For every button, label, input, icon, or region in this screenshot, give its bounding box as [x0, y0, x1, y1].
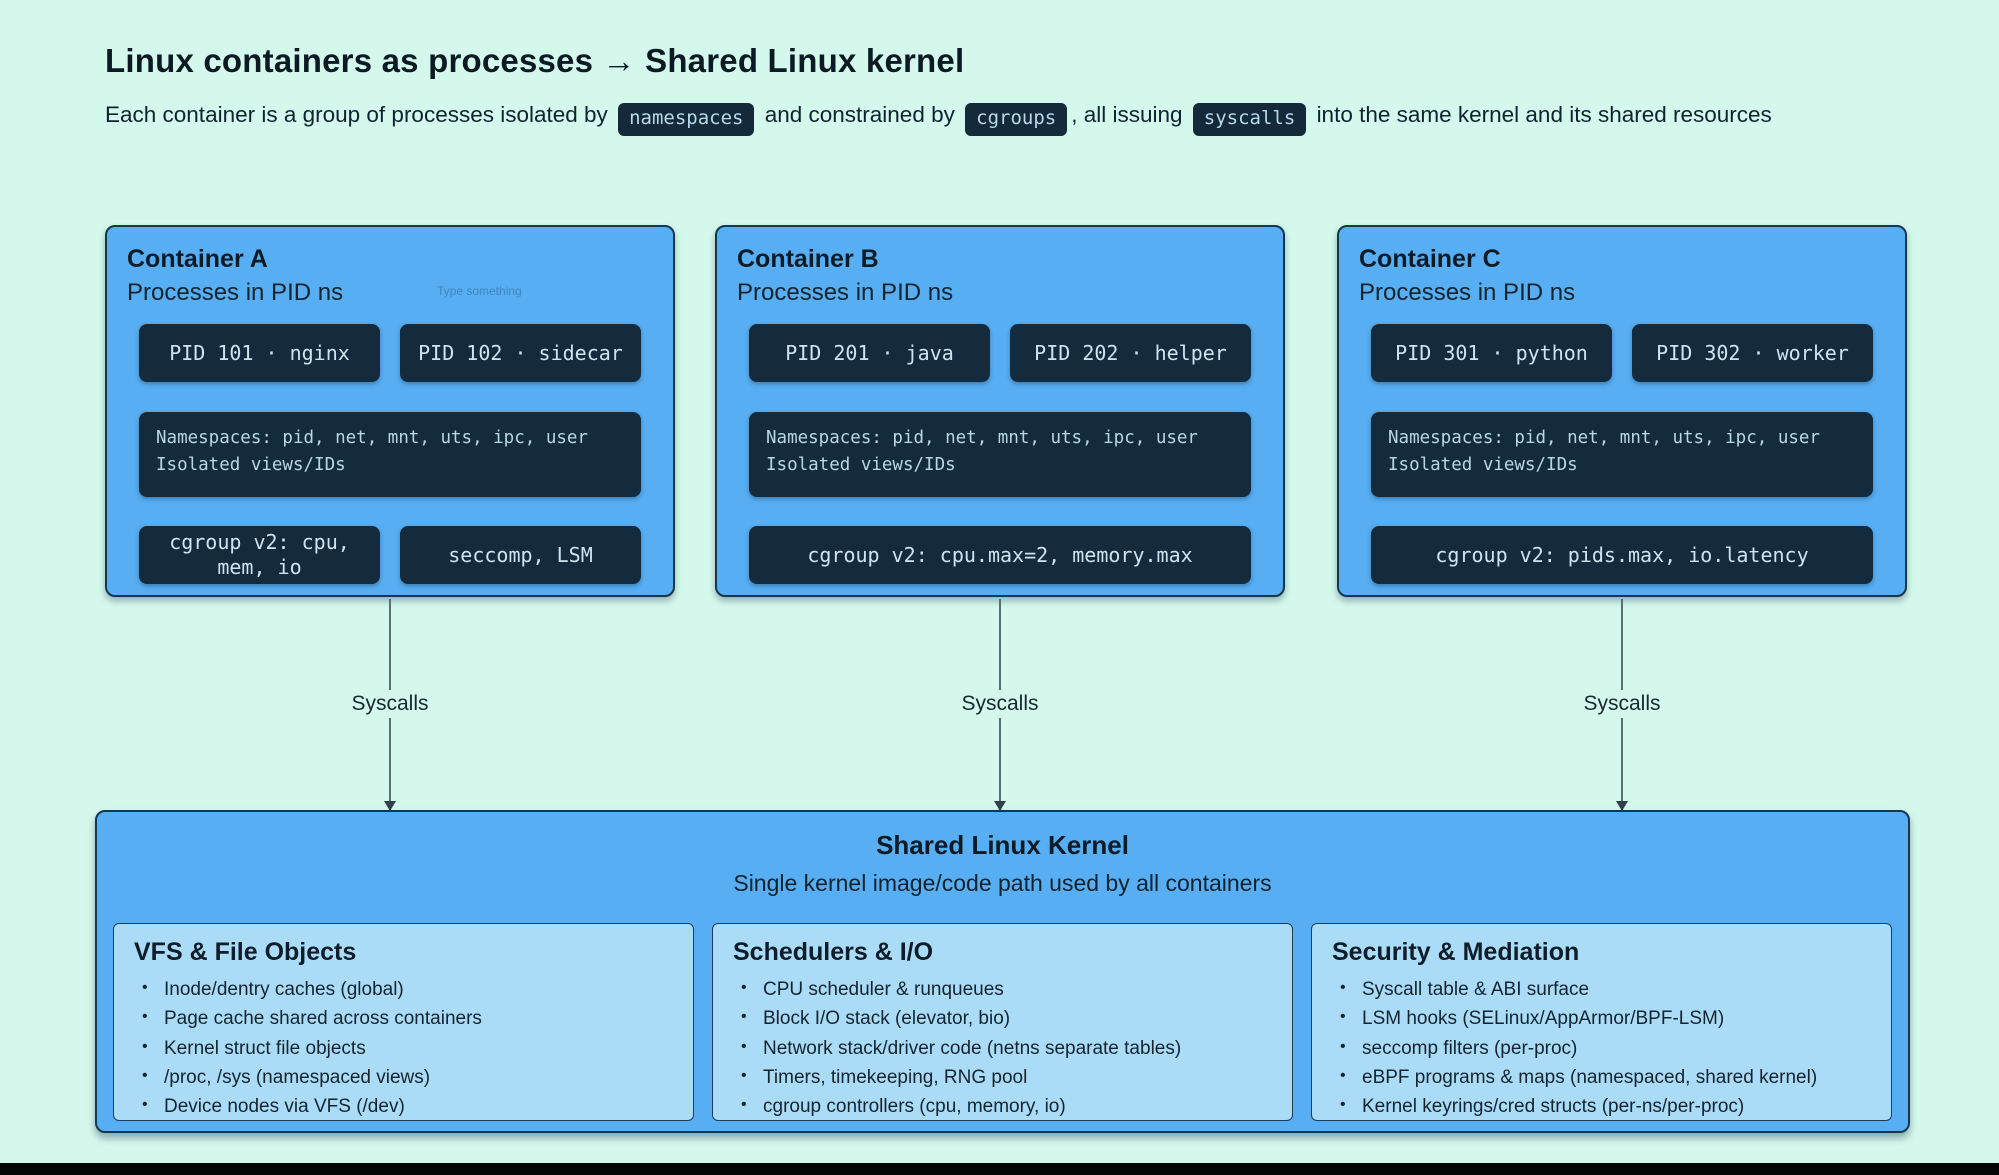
- namespaces-line-1: Namespaces: pid, net, mnt, uts, ipc, use…: [1388, 428, 1820, 448]
- namespaces-box[interactable]: Namespaces: pid, net, mnt, uts, ipc, use…: [139, 412, 641, 497]
- container-c-box[interactable]: Container C Processes in PID ns PID 301 …: [1337, 225, 1907, 597]
- list-item: eBPF programs & maps (namespaced, shared…: [1332, 1067, 1871, 1089]
- pid-box[interactable]: PID 102 · sidecar: [400, 324, 641, 382]
- namespaces-line-2: Isolated views/IDs: [156, 455, 346, 476]
- container-b-pid-row: PID 201 · java PID 202 · helper: [749, 324, 1251, 382]
- list-item: Block I/O stack (elevator, bio): [733, 1008, 1272, 1030]
- kernel-subtitle: Single kernel image/code path used by al…: [733, 870, 1272, 896]
- namespaces-box[interactable]: Namespaces: pid, net, mnt, uts, ipc, use…: [749, 412, 1251, 497]
- kernel-section-vfs[interactable]: VFS & File Objects Inode/dentry caches (…: [113, 923, 694, 1121]
- namespaces-line-1: Namespaces: pid, net, mnt, uts, ipc, use…: [766, 428, 1198, 448]
- list-item: Syscall table & ABI surface: [1332, 979, 1871, 1001]
- list-item: LSM hooks (SELinux/AppArmor/BPF-LSM): [1332, 1008, 1871, 1030]
- kernel-section-schedulers[interactable]: Schedulers & I/O CPU scheduler & runqueu…: [712, 923, 1293, 1121]
- list-item: CPU scheduler & runqueues: [733, 979, 1272, 1001]
- list-item: cgroup controllers (cpu, memory, io): [733, 1096, 1272, 1118]
- container-a-title: Container A: [127, 245, 268, 273]
- list-item: Inode/dentry caches (global): [134, 979, 673, 1001]
- namespaces-code-badge: namespaces: [618, 103, 755, 136]
- container-c-cgroup-row: cgroup v2: pids.max, io.latency: [1371, 526, 1873, 584]
- cgroups-code-badge: cgroups: [965, 103, 1068, 136]
- container-a-subtitle: Processes in PID ns: [127, 279, 344, 306]
- syscalls-label-b: Syscalls: [955, 690, 1045, 718]
- kernel-section-security[interactable]: Security & Mediation Syscall table & ABI…: [1311, 923, 1892, 1121]
- page-subtitle: Each container is a group of processes i…: [105, 100, 1965, 136]
- seccomp-lsm-box[interactable]: seccomp, LSM: [400, 526, 641, 584]
- container-a-box[interactable]: Container A Processes in PID ns Type som…: [105, 225, 675, 597]
- shared-kernel-box[interactable]: Shared Linux Kernel Single kernel image/…: [95, 810, 1910, 1133]
- container-b-box[interactable]: Container B Processes in PID ns PID 201 …: [715, 225, 1285, 597]
- ghost-placeholder-text[interactable]: Type something: [437, 284, 522, 298]
- subtitle-text-1: Each container is a group of processes i…: [105, 102, 608, 127]
- container-c-subtitle: Processes in PID ns: [1359, 279, 1576, 306]
- pid-box[interactable]: PID 101 · nginx: [139, 324, 380, 382]
- container-a-pid-row: PID 101 · nginx PID 102 · sidecar: [139, 324, 641, 382]
- cgroup-box[interactable]: cgroup v2: cpu.max=2, memory.max: [749, 526, 1251, 584]
- syscalls-code-badge: syscalls: [1192, 103, 1307, 136]
- section-list: CPU scheduler & runqueues Block I/O stac…: [733, 979, 1272, 1118]
- subtitle-text-3: , all issuing: [1071, 102, 1183, 127]
- list-item: seccomp filters (per-proc): [1332, 1038, 1871, 1060]
- container-b-subtitle: Processes in PID ns: [737, 279, 954, 306]
- window-bottom-bar: [0, 1163, 1999, 1175]
- syscalls-label-a: Syscalls: [345, 690, 435, 718]
- container-a-cgroup-row: cgroup v2: cpu, mem, io seccomp, LSM: [139, 526, 641, 584]
- section-list: Syscall table & ABI surface LSM hooks (S…: [1332, 979, 1871, 1118]
- pid-box[interactable]: PID 202 · helper: [1010, 324, 1251, 382]
- header: Linux containers as processes → Shared L…: [105, 42, 1965, 136]
- kernel-title: Shared Linux Kernel: [876, 830, 1129, 860]
- page-title: Linux containers as processes → Shared L…: [105, 42, 965, 79]
- namespaces-line-2: Isolated views/IDs: [766, 455, 956, 476]
- pid-box[interactable]: PID 302 · worker: [1632, 324, 1873, 382]
- section-title: VFS & File Objects: [134, 938, 357, 966]
- list-item: Network stack/driver code (netns separat…: [733, 1038, 1272, 1060]
- container-b-cgroup-row: cgroup v2: cpu.max=2, memory.max: [749, 526, 1251, 584]
- namespaces-line-1: Namespaces: pid, net, mnt, uts, ipc, use…: [156, 428, 588, 448]
- list-item: Kernel keyrings/cred structs (per-ns/per…: [1332, 1096, 1871, 1118]
- section-title: Security & Mediation: [1332, 938, 1580, 966]
- container-b-title: Container B: [737, 245, 879, 273]
- section-list: Inode/dentry caches (global) Page cache …: [134, 979, 673, 1118]
- cgroup-box[interactable]: cgroup v2: cpu, mem, io: [139, 526, 380, 584]
- container-c-title: Container C: [1359, 245, 1501, 273]
- pid-box[interactable]: PID 201 · java: [749, 324, 990, 382]
- namespaces-line-2: Isolated views/IDs: [1388, 455, 1578, 476]
- cgroup-box[interactable]: cgroup v2: pids.max, io.latency: [1371, 526, 1873, 584]
- subtitle-text-4: into the same kernel and its shared reso…: [1316, 102, 1772, 127]
- syscalls-label-c: Syscalls: [1577, 690, 1667, 718]
- pid-box[interactable]: PID 301 · python: [1371, 324, 1612, 382]
- list-item: /proc, /sys (namespaced views): [134, 1067, 673, 1089]
- container-c-pid-row: PID 301 · python PID 302 · worker: [1371, 324, 1873, 382]
- list-item: Page cache shared across containers: [134, 1008, 673, 1030]
- kernel-sections-row: VFS & File Objects Inode/dentry caches (…: [113, 923, 1892, 1121]
- list-item: Device nodes via VFS (/dev): [134, 1096, 673, 1118]
- list-item: Timers, timekeeping, RNG pool: [733, 1067, 1272, 1089]
- section-title: Schedulers & I/O: [733, 938, 934, 966]
- namespaces-box[interactable]: Namespaces: pid, net, mnt, uts, ipc, use…: [1371, 412, 1873, 497]
- list-item: Kernel struct file objects: [134, 1038, 673, 1060]
- subtitle-text-2: and constrained by: [764, 102, 955, 127]
